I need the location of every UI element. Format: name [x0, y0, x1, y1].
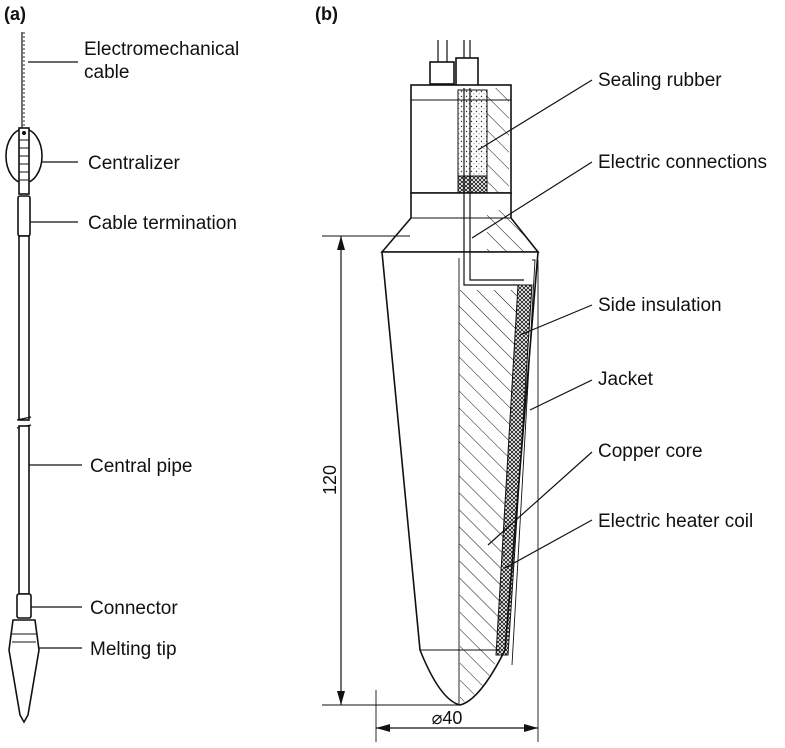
dimension-diameter: ⌀40 — [432, 708, 463, 728]
label-cable-termination: Cable termination — [88, 213, 237, 234]
label-electromechanical-cable-line2: cable — [84, 62, 129, 83]
label-centralizer: Centralizer — [88, 153, 181, 174]
dimension-length: 120 — [320, 465, 340, 495]
label-central-pipe: Central pipe — [90, 456, 192, 477]
label-electric-heater-coil: Electric heater coil — [598, 511, 753, 532]
label-side-insulation: Side insulation — [598, 295, 722, 316]
panel-label-a: (a) — [4, 4, 26, 24]
probe-assembly-a — [5, 32, 82, 724]
label-connector: Connector — [90, 598, 178, 619]
label-electric-connections: Electric connections — [598, 152, 767, 173]
label-copper-core: Copper core — [598, 441, 703, 462]
dimension-lines — [322, 235, 539, 742]
label-melting-tip: Melting tip — [90, 639, 177, 660]
panel-label-b: (b) — [315, 4, 338, 24]
label-sealing-rubber: Sealing rubber — [598, 70, 722, 91]
label-jacket: Jacket — [598, 369, 654, 390]
melting-tip-cross-section — [380, 40, 593, 706]
label-electromechanical-cable-line1: Electromechanical — [84, 39, 239, 60]
